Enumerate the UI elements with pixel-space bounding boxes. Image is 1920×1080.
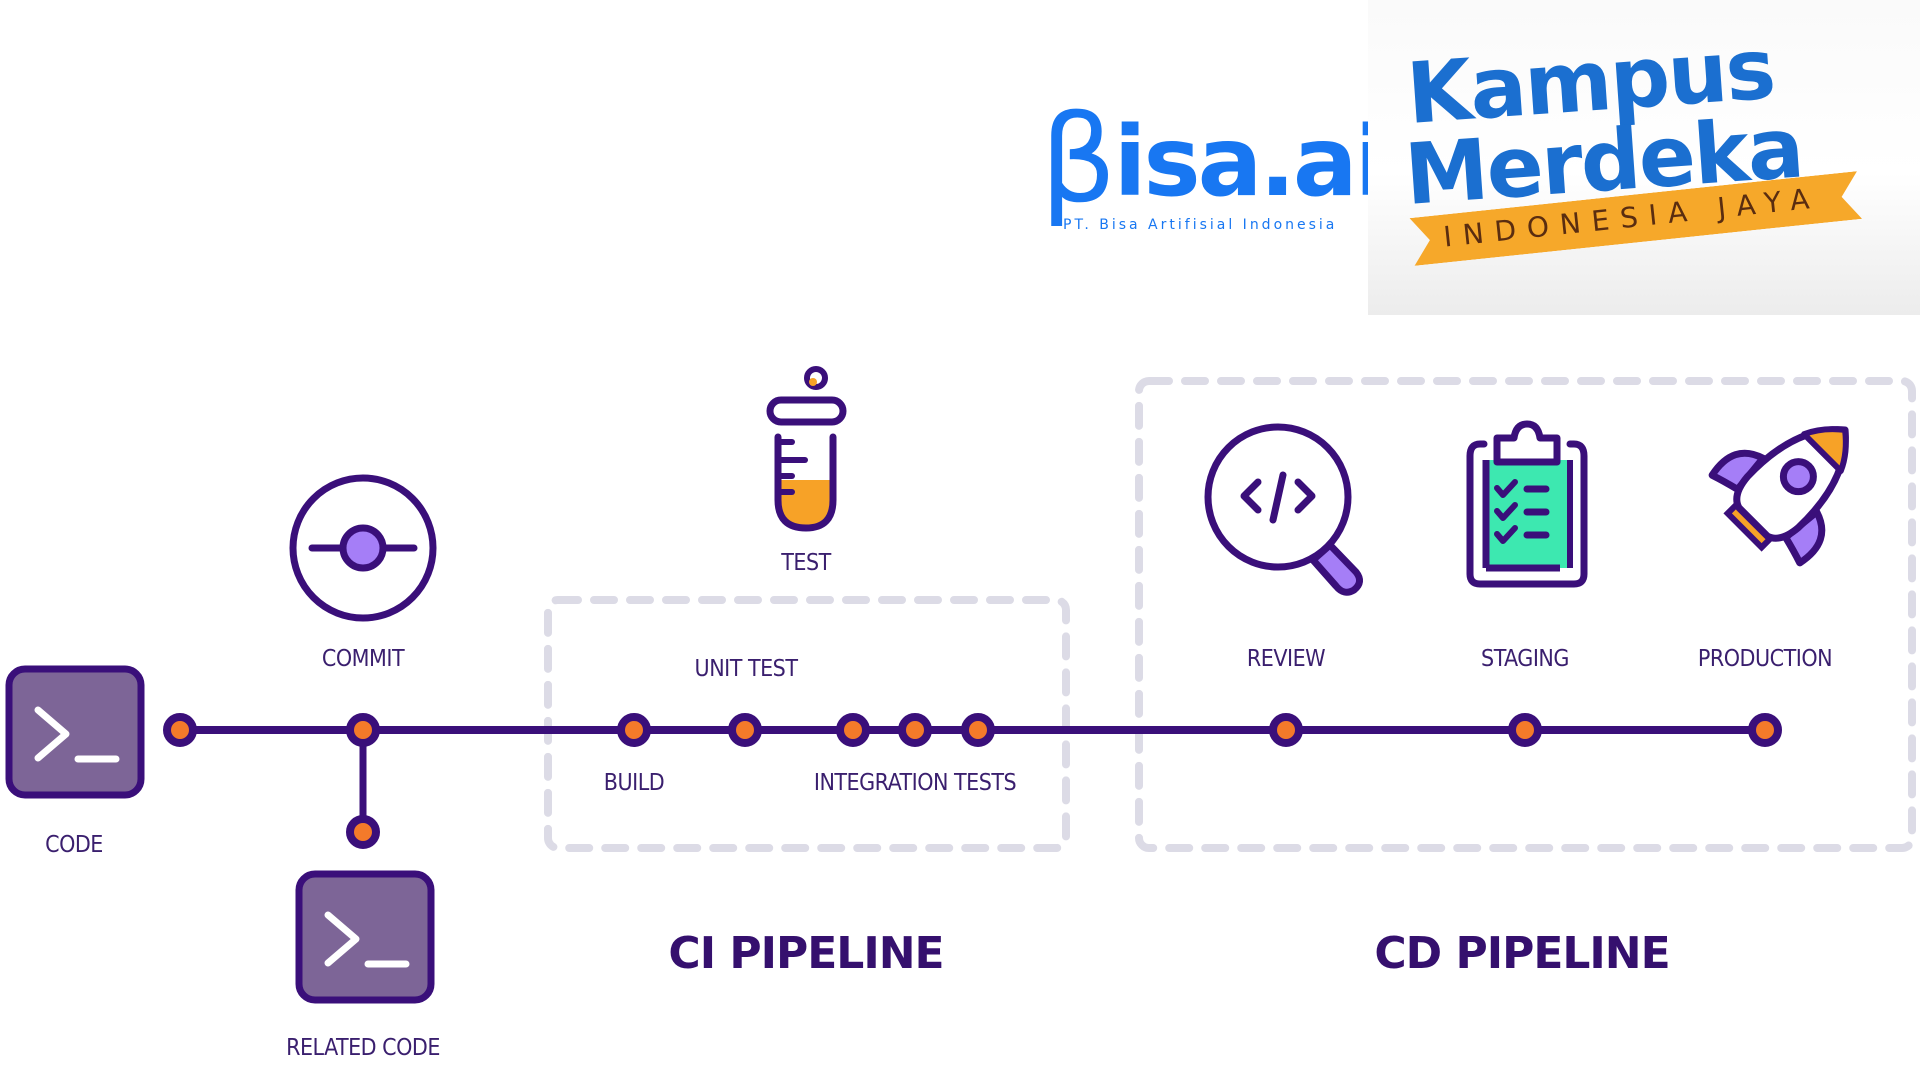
bisa-ai-subtitle: PT. Bisa Artifisial Indonesia (1063, 217, 1338, 233)
label-test: TEST (781, 550, 831, 576)
pipeline-node-integration-1 (836, 713, 870, 747)
bisa-ai-wordmark: βisa.ai (1040, 91, 1388, 230)
pipeline-node-staging (1508, 713, 1542, 747)
pipeline-node-review (1269, 713, 1303, 747)
label-commit: COMMIT (321, 646, 405, 672)
test-tube-icon (766, 366, 847, 532)
rocket-icon (1708, 426, 1849, 567)
label-related-code: RELATED CODE (286, 1035, 440, 1061)
code-review-magnifier-icon (1204, 423, 1363, 596)
ci-pipeline-group-box (544, 596, 1070, 852)
clipboard-checklist-icon (1466, 420, 1588, 588)
label-staging: STAGING (1481, 646, 1569, 672)
pipeline-node-unit-test (728, 713, 762, 747)
kampus-merdeka-logo (1368, 0, 1920, 315)
git-commit-icon (289, 474, 437, 622)
label-code: CODE (45, 832, 103, 858)
pipeline-node-integration-3 (961, 713, 995, 747)
cd-pipeline-group-box (1135, 377, 1916, 852)
pipeline-node-integration-2 (898, 713, 932, 747)
label-build: BUILD (603, 770, 665, 796)
ci-pipeline-title: CI PIPELINE (668, 928, 944, 979)
terminal-icon (5, 665, 145, 799)
pipeline-node-production (1748, 713, 1782, 747)
pipeline-node-commit (346, 713, 380, 747)
label-production: PRODUCTION (1697, 646, 1833, 672)
pipeline-node-build (617, 713, 651, 747)
label-integration-tests: INTEGRATION TESTS (813, 770, 1017, 796)
label-review: REVIEW (1246, 646, 1326, 672)
label-unit-test: UNIT TEST (694, 656, 798, 682)
cd-pipeline-title: CD PIPELINE (1374, 928, 1670, 979)
terminal-icon (295, 870, 435, 1004)
pipeline-node-start (163, 713, 197, 747)
bisa-beta-glyph: β (1040, 91, 1117, 230)
branch-node-related-code (346, 815, 380, 849)
